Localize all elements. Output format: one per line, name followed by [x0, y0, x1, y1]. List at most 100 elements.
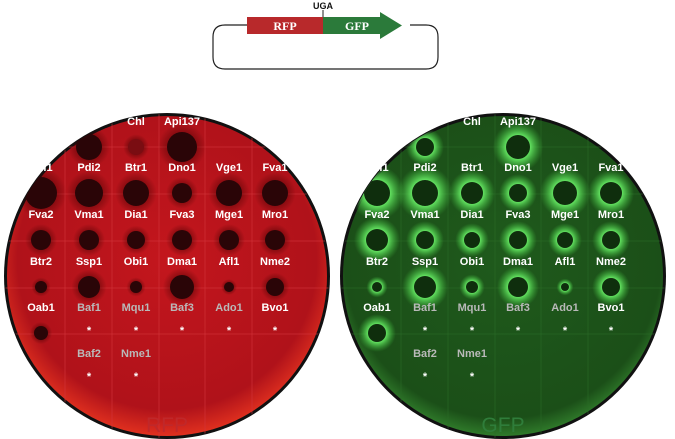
- colony-fva3: [499, 221, 537, 259]
- colony-nme2: [260, 272, 290, 302]
- colony-nme2: [592, 268, 630, 306]
- no-growth-marker: *: [563, 325, 568, 337]
- strain-label: Vge1: [216, 162, 242, 174]
- strain-label: Afl1: [555, 256, 576, 268]
- no-growth-marker: *: [227, 325, 232, 337]
- no-growth-marker: *: [423, 371, 428, 383]
- no-growth-marker: *: [134, 325, 139, 337]
- colony-vma1: [406, 221, 444, 259]
- colony-vge1: [208, 172, 250, 214]
- strain-label: Baf2: [413, 348, 437, 360]
- no-growth-marker: *: [134, 371, 139, 383]
- colony-oab1: [29, 321, 53, 345]
- strain-label: Pdi2: [413, 162, 436, 174]
- no-growth-marker: *: [423, 325, 428, 337]
- strain-label: Chl: [127, 116, 145, 128]
- colony-fva1: [587, 169, 635, 217]
- strain-label: Nme2: [260, 256, 290, 268]
- strain-label: Afl1: [219, 256, 240, 268]
- colony-pdi2: [66, 170, 112, 216]
- strain-label: Pdi1: [29, 162, 52, 174]
- strain-label: Dia1: [124, 209, 147, 221]
- rfp-caption: RFP: [146, 414, 188, 437]
- strain-label: Obi1: [460, 256, 484, 268]
- strain-label: Fva3: [169, 209, 194, 221]
- colony-dno1: [499, 174, 537, 212]
- colony-dia1: [455, 223, 489, 257]
- strain-label: Mqu1: [122, 302, 151, 314]
- strain-label: Api: [80, 116, 98, 128]
- colony-chl: [123, 134, 149, 160]
- colony-mge1: [548, 223, 582, 257]
- colony-dno1: [166, 177, 198, 209]
- strain-label: Fva1: [598, 162, 623, 174]
- colony-vge1: [539, 167, 591, 219]
- no-growth-marker: *: [273, 325, 278, 337]
- plasmid-outline: [212, 24, 439, 70]
- strain-label: Mro1: [262, 209, 288, 221]
- colony-dia1: [121, 225, 151, 255]
- colony-mge1: [213, 224, 245, 256]
- stop-codon-label: UGA: [313, 1, 334, 11]
- colony-dma1: [162, 267, 202, 307]
- strain-label: Chl: [463, 116, 481, 128]
- colony-obi1: [459, 274, 485, 300]
- construct-diagram: UGA RFP GFP: [212, 1, 439, 70]
- strain-label: Fva2: [364, 209, 389, 221]
- colony-ssp1: [71, 269, 107, 305]
- strain-label: Ado1: [551, 302, 579, 314]
- colony-obi1: [126, 277, 146, 297]
- strain-label: Vma1: [410, 209, 439, 221]
- colony-fva3: [166, 224, 198, 256]
- colony-fva2: [353, 216, 401, 264]
- strain-label: Fva3: [505, 209, 530, 221]
- strain-label: Obi1: [124, 256, 148, 268]
- colony-ssp1: [401, 263, 449, 311]
- no-growth-marker: *: [87, 371, 92, 383]
- strain-label: Vma1: [74, 209, 103, 221]
- strain-label: Vge1: [552, 162, 578, 174]
- strain-label: Nme2: [596, 256, 626, 268]
- strain-label: Ssp1: [412, 256, 438, 268]
- strain-label: Api: [416, 116, 434, 128]
- no-growth-marker: *: [516, 325, 521, 337]
- strain-label: Pdi1: [365, 162, 388, 174]
- strain-label: Baf3: [506, 302, 530, 314]
- colony-btr2: [366, 276, 388, 298]
- strain-label: Api137: [500, 116, 536, 128]
- colony-dma1: [497, 266, 539, 308]
- strain-label: Btr1: [461, 162, 483, 174]
- strain-label: Ado1: [215, 302, 243, 314]
- colony-afl1: [556, 278, 574, 296]
- strain-label: Baf3: [170, 302, 194, 314]
- gfp-gene-label: GFP: [345, 19, 369, 33]
- colony-btr2: [31, 277, 51, 297]
- strain-label: Mro1: [598, 209, 624, 221]
- strain-label: Baf2: [77, 348, 101, 360]
- strain-label: Baf1: [413, 302, 437, 314]
- strain-label: Nme1: [121, 348, 151, 360]
- strain-label: Oab1: [363, 302, 391, 314]
- strain-label: Mge1: [551, 209, 579, 221]
- no-growth-marker: *: [87, 325, 92, 337]
- strain-label: Dia1: [460, 209, 483, 221]
- strain-label: Btr2: [30, 256, 52, 268]
- strain-label: Oab1: [27, 302, 55, 314]
- colony-mro1: [592, 221, 630, 259]
- strain-label: Mge1: [215, 209, 243, 221]
- strain-label: Mqu1: [458, 302, 487, 314]
- colony-pdi2: [397, 165, 453, 221]
- strain-label: Dno1: [168, 162, 196, 174]
- colony-fva2: [25, 224, 57, 256]
- no-growth-marker: *: [470, 325, 475, 337]
- strain-label: Nme1: [457, 348, 487, 360]
- colony-oab1: [358, 314, 396, 352]
- gfp-caption: GFP: [481, 414, 524, 437]
- colony-mro1: [259, 224, 291, 256]
- strain-label: Api137: [164, 116, 200, 128]
- strain-label: Baf1: [77, 302, 101, 314]
- strain-label: Dno1: [504, 162, 532, 174]
